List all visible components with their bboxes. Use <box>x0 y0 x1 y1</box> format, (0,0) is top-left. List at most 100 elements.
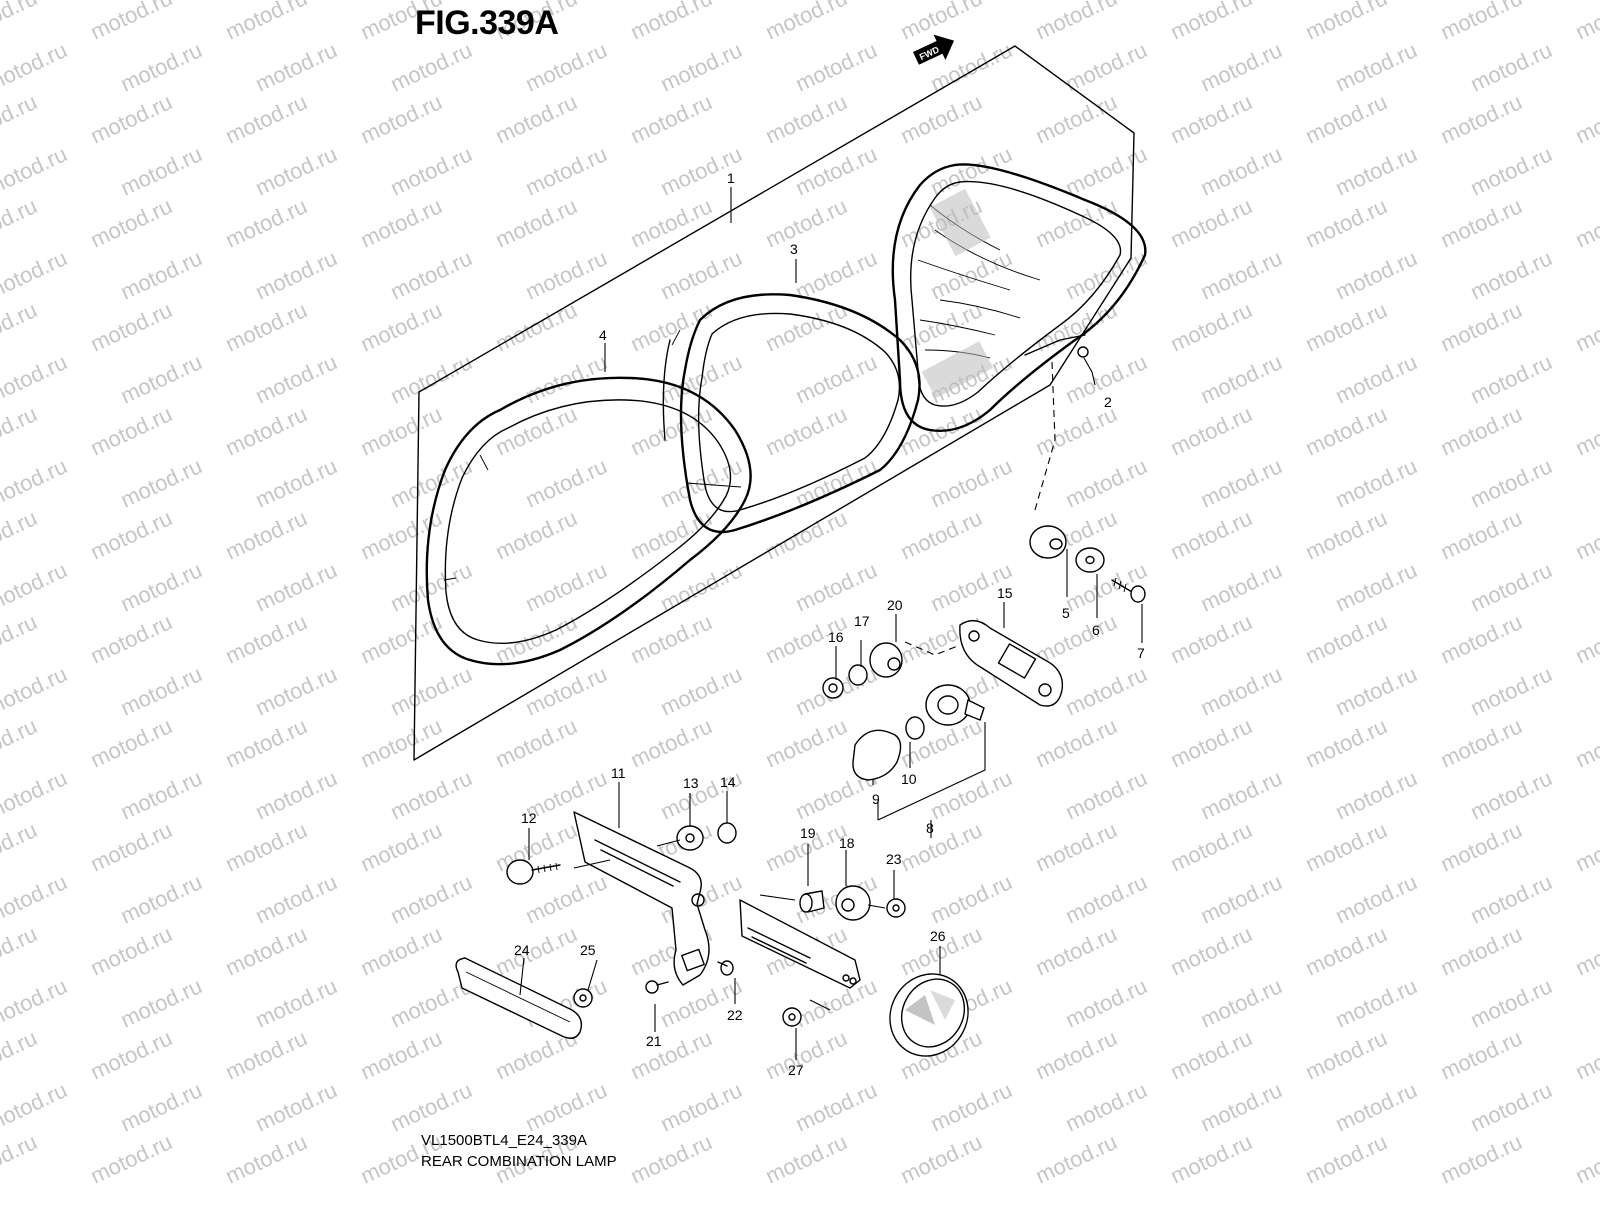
watermark-text: motod.ru <box>222 401 311 460</box>
watermark-text: motod.ru <box>87 921 176 980</box>
watermark-text: motod.ru <box>87 1025 176 1084</box>
watermark-text: motod.ru <box>0 921 41 980</box>
watermark-text: motod.ru <box>522 141 611 200</box>
watermark-text: motod.ru <box>387 765 476 824</box>
watermark-text: motod.ru <box>522 453 611 512</box>
watermark-text: motod.ru <box>1332 245 1421 304</box>
callout-20: 20 <box>887 597 903 613</box>
watermark-text: motod.ru <box>1197 453 1286 512</box>
watermark-text: motod.ru <box>0 0 41 45</box>
watermark-text: motod.ru <box>357 297 446 356</box>
watermark-text: motod.ru <box>1572 505 1600 564</box>
watermark-text: motod.ru <box>387 349 476 408</box>
watermark-text: motod.ru <box>1197 141 1286 200</box>
watermark-text: motod.ru <box>1032 0 1121 45</box>
watermark-text: motod.ru <box>1332 869 1421 928</box>
watermark-text: motod.ru <box>1167 1129 1256 1188</box>
watermark-text: motod.ru <box>1467 765 1556 824</box>
watermark-text: motod.ru <box>762 193 851 252</box>
watermark-text: motod.ru <box>1167 193 1256 252</box>
watermark-text: motod.ru <box>927 245 1016 304</box>
watermark-text: motod.ru <box>87 0 176 45</box>
watermark-text: motod.ru <box>1572 0 1600 45</box>
watermark-text: motod.ru <box>387 37 476 96</box>
watermark-text: motod.ru <box>492 713 581 772</box>
watermark-text: motod.ru <box>387 661 476 720</box>
watermark-text: motod.ru <box>1437 817 1526 876</box>
watermark-text: motod.ru <box>1302 609 1391 668</box>
callout-4: 4 <box>599 327 607 343</box>
watermark-text: motod.ru <box>522 557 611 616</box>
watermark-text: motod.ru <box>1032 297 1121 356</box>
watermark-text: motod.ru <box>0 1077 71 1136</box>
watermark-text: motod.ru <box>1062 869 1151 928</box>
watermark-text: motod.ru <box>1437 401 1526 460</box>
lamp-lens-frame <box>662 293 921 534</box>
watermark-text: motod.ru <box>1437 1025 1526 1084</box>
watermark-text: motod.ru <box>1197 765 1286 824</box>
watermark-text: motod.ru <box>1332 661 1421 720</box>
watermark-text: motod.ru <box>627 297 716 356</box>
watermark-text: motod.ru <box>0 817 41 876</box>
watermark-text: motod.ru <box>1032 1025 1121 1084</box>
callout-21: 21 <box>646 1033 662 1049</box>
watermark-text: motod.ru <box>1437 1129 1526 1188</box>
nut-16 <box>822 677 844 699</box>
watermark-text: motod.ru <box>627 1025 716 1084</box>
watermark-text: motod.ru <box>1062 765 1151 824</box>
watermark-text: motod.ru <box>1572 297 1600 356</box>
callout-24: 24 <box>514 942 530 958</box>
watermark-text: motod.ru <box>792 245 881 304</box>
watermark-text: motod.ru <box>222 609 311 668</box>
callout-7: 7 <box>1137 645 1145 661</box>
watermark-text: motod.ru <box>1302 401 1391 460</box>
watermark-text: motod.ru <box>657 557 746 616</box>
watermark-text: motod.ru <box>1302 505 1391 564</box>
watermark-text: motod.ru <box>252 453 341 512</box>
watermark-text: motod.ru <box>1437 297 1526 356</box>
watermark-text: motod.ru <box>0 973 71 1032</box>
watermark-text: motod.ru <box>897 505 986 564</box>
watermark-text: motod.ru <box>87 193 176 252</box>
watermark-text: motod.ru <box>792 37 881 96</box>
watermark-text: motod.ru <box>222 817 311 876</box>
watermark-text: motod.ru <box>492 401 581 460</box>
watermark-text: motod.ru <box>897 817 986 876</box>
watermark-text: motod.ru <box>792 557 881 616</box>
watermark-text: motod.ru <box>0 297 41 356</box>
watermark-text: motod.ru <box>1467 37 1556 96</box>
watermark-text: motod.ru <box>627 505 716 564</box>
nut-23 <box>886 898 906 918</box>
watermark-text: motod.ru <box>87 89 176 148</box>
watermark-text: motod.ru <box>1167 401 1256 460</box>
watermark-text: motod.ru <box>792 349 881 408</box>
watermark-text: motod.ru <box>387 141 476 200</box>
watermark-text: motod.ru <box>1302 0 1391 45</box>
watermark-text: motod.ru <box>1467 141 1556 200</box>
watermark-text: motod.ru <box>117 869 206 928</box>
callout-16: 16 <box>828 629 844 645</box>
watermark-text: motod.ru <box>222 1129 311 1188</box>
watermark-text: motod.ru <box>87 297 176 356</box>
watermark-text: motod.ru <box>387 557 476 616</box>
callout-19: 19 <box>800 825 816 841</box>
watermark-text: motod.ru <box>1467 973 1556 1032</box>
callout-26: 26 <box>930 928 946 944</box>
watermark-text: motod.ru <box>492 817 581 876</box>
watermark-text: motod.ru <box>1437 0 1526 45</box>
watermark-text: motod.ru <box>1302 713 1391 772</box>
watermark-text: motod.ru <box>0 401 41 460</box>
side-reflector-24 <box>455 957 583 1039</box>
washer-6 <box>1075 547 1105 573</box>
watermark-text: motod.ru <box>1197 37 1286 96</box>
watermark-text: motod.ru <box>222 89 311 148</box>
watermark-text: motod.ru <box>1167 89 1256 148</box>
watermark-text: motod.ru <box>1197 973 1286 1032</box>
watermark-text: motod.ru <box>1467 661 1556 720</box>
callout-22: 22 <box>727 1007 743 1023</box>
watermark-text: motod.ru <box>1062 973 1151 1032</box>
watermark-text: motod.ru <box>1032 193 1121 252</box>
watermark-text: motod.ru <box>117 973 206 1032</box>
watermark-text: motod.ru <box>927 453 1016 512</box>
